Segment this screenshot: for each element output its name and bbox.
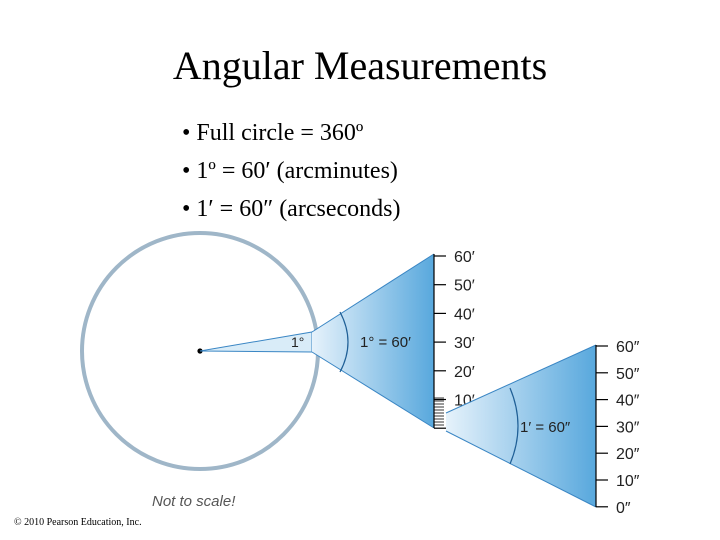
wedge2-bottom-edge <box>445 430 597 508</box>
copyright-notice: © 2010 Pearson Education, Inc. <box>14 517 142 528</box>
not-to-scale-note: Not to scale! <box>152 493 236 510</box>
wedge1-bottom-edge <box>311 351 435 429</box>
wedge-arcminutes <box>312 254 434 428</box>
wedge2-label: 1′ = 60″ <box>520 419 571 436</box>
scale2-tick-label-1: 50″ <box>616 366 640 383</box>
wedge1-label: 1° = 60′ <box>360 334 411 351</box>
scale2-tick-label-4: 20″ <box>616 446 640 463</box>
bullet-full-circle: Full circle = 360º <box>182 114 400 152</box>
scale1-tick-label-2: 40′ <box>454 306 475 323</box>
bullet-arcminutes: 1º = 60′ (arcminutes) <box>182 152 400 190</box>
small-angle-label: 1° <box>291 334 304 350</box>
wedge1-arc <box>339 311 349 373</box>
scale1-tick-label-0: 60′ <box>454 249 475 266</box>
scale1-tick-label-3: 30′ <box>454 335 475 352</box>
wedge-arcseconds <box>446 345 596 507</box>
bullet-list: Full circle = 360º 1º = 60′ (arcminutes)… <box>182 114 400 228</box>
scale2-ticks: 60″ 50″ 40″ 30″ 20″ 10″ 0″ <box>596 339 640 517</box>
scale2-tick-label-3: 30″ <box>616 419 640 436</box>
scale2-tick-label-2: 40″ <box>616 393 640 410</box>
scale2-tick-label-6: 0″ <box>616 500 631 517</box>
wedge1-top-edge <box>311 253 435 333</box>
scale1-tick-label-4: 20′ <box>454 364 475 381</box>
wedge2-top-edge <box>445 344 597 414</box>
scale1-fine-ticks <box>434 397 444 426</box>
bullet-arcseconds: 1′ = 60″ (arcseconds) <box>182 190 400 228</box>
wedge2-arc <box>509 387 519 465</box>
slide-title: Angular Measurements <box>172 43 548 88</box>
scale1-tick-label-1: 50′ <box>454 278 475 295</box>
scale2-tick-label-5: 10″ <box>616 473 640 490</box>
scale2-tick-label-0: 60″ <box>616 339 640 356</box>
